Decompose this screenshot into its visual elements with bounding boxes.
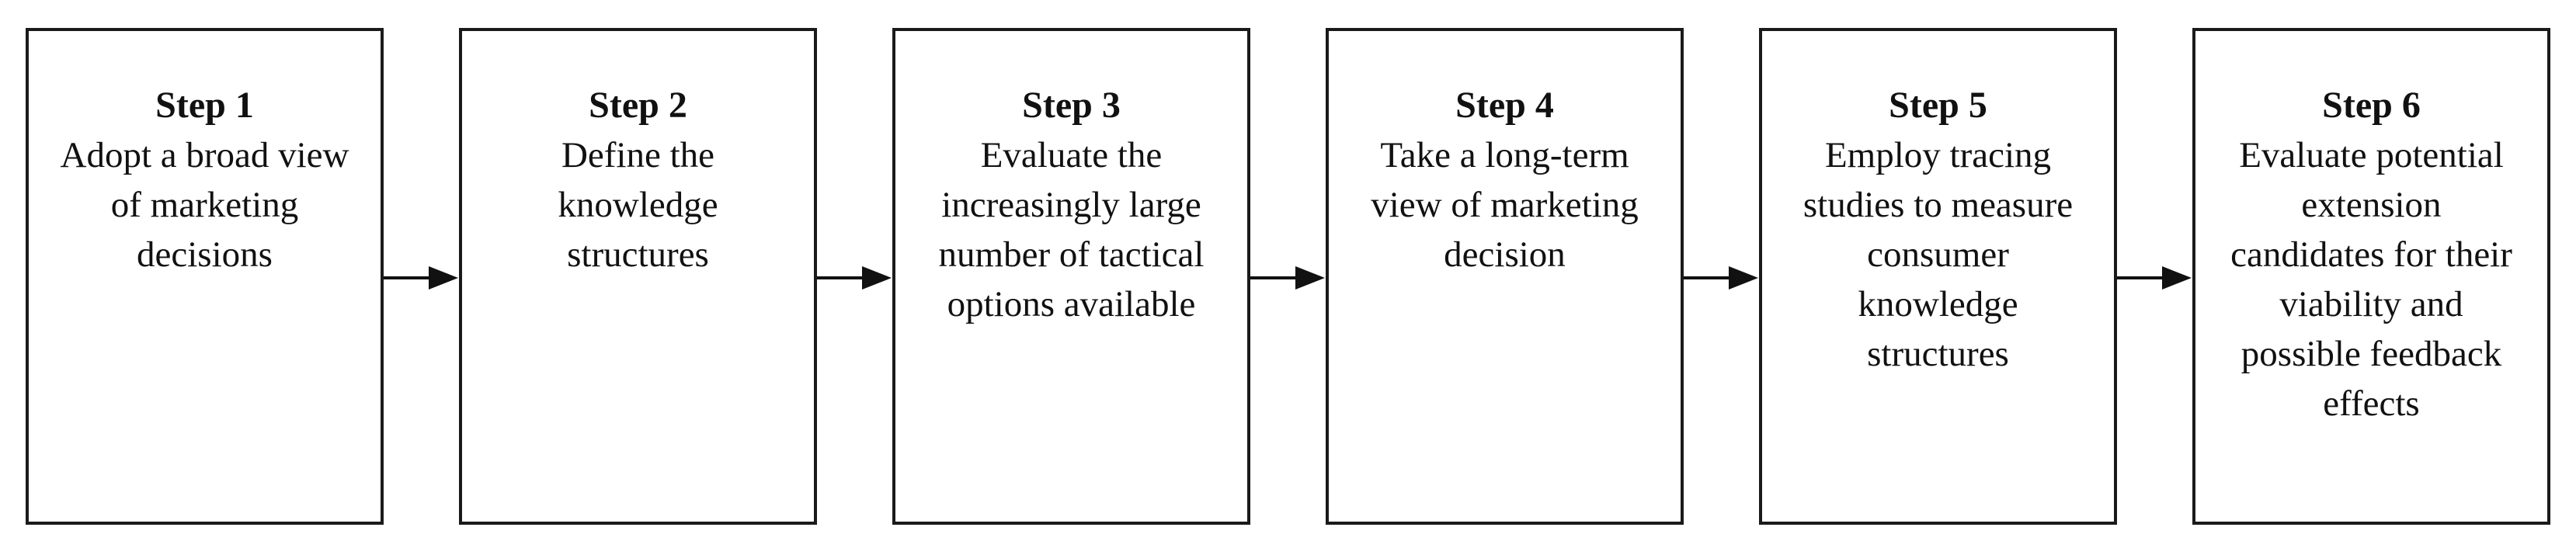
step-3-text: Evaluate the increasingly large number o… — [938, 135, 1205, 324]
step-6-box: Step 6 Evaluate potential extension cand… — [2192, 28, 2550, 525]
step-2-title: Step 2 — [589, 85, 687, 126]
arrow-step-4-to-5 — [1684, 266, 1758, 290]
step-3-box: Step 3 Evaluate the increasingly large n… — [892, 28, 1250, 525]
step-5-title: Step 5 — [1889, 85, 1987, 126]
step-1-text: Adopt a broad view of marketing decision… — [60, 135, 349, 275]
step-4-text: Take a long-term view of marketing decis… — [1371, 135, 1639, 275]
step-2-box: Step 2 Define the knowledge structures — [459, 28, 817, 525]
step-1-box: Step 1 Adopt a broad view of marketing d… — [26, 28, 384, 525]
step-4-title: Step 4 — [1455, 85, 1554, 126]
arrow-step-5-to-6 — [2117, 266, 2192, 290]
arrow-step-3-to-4 — [1250, 266, 1325, 290]
step-4-box: Step 4 Take a long-term view of marketin… — [1326, 28, 1684, 525]
step-1-title: Step 1 — [155, 85, 254, 126]
step-2-text: Define the knowledge structures — [558, 135, 718, 275]
step-5-box: Step 5 Employ tracing studies to measure… — [1759, 28, 2117, 525]
step-3-title: Step 3 — [1022, 85, 1121, 126]
step-5-text: Employ tracing studies to measure consum… — [1803, 135, 2074, 374]
arrow-step-2-to-3 — [817, 266, 892, 290]
arrow-step-1-to-2 — [384, 266, 458, 290]
step-6-title: Step 6 — [2322, 85, 2421, 126]
step-6-text: Evaluate potential extension candidates … — [2230, 135, 2512, 424]
